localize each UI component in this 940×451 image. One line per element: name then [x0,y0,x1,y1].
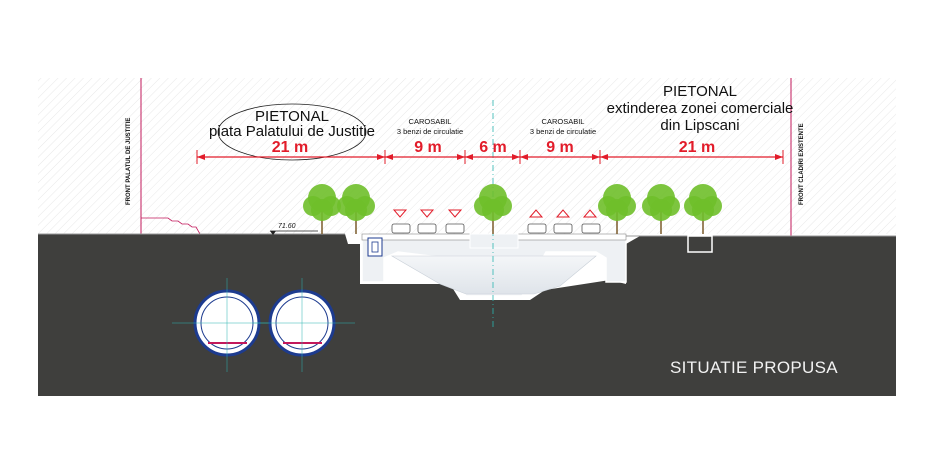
tree [684,184,722,234]
left-road-width: 9 m [414,139,442,156]
elevation-triangle [270,231,276,235]
right-pedestrian-subtitle-1: extinderea zonei comerciale [607,100,794,117]
right-road-subtitle: 3 benzi de circulatie [530,127,596,136]
highlight-oval [217,103,367,161]
left-front-label: FRONT PALATUL DE JUSTITIE [126,118,132,205]
drawing-title: SITUATIE PROPUSA [670,358,838,377]
car [553,223,573,234]
right-front-label: FRONT CLADIRI EXISTENTE [799,123,805,205]
median-recess [469,233,519,249]
car [445,223,465,234]
left-pedestrian-width: 21 m [272,139,308,156]
median-width: 6 m [479,139,507,156]
tree [598,184,636,234]
car-group [391,223,601,234]
utility-box-inner [371,241,379,253]
traffic-direction-left [392,209,463,218]
right-pedestrian-subtitle-2: din Lipscani [660,117,739,134]
sky-band [38,78,896,234]
car [417,223,437,234]
tree [474,184,512,234]
ground-surface [38,233,896,237]
ground [38,234,896,396]
tree [337,184,375,234]
metro-tunnel-right [252,278,355,372]
traffic-direction-right [528,209,598,218]
dimension-arrows [197,154,783,160]
right-pedestrian-width: 21 m [679,139,715,156]
car [581,223,601,234]
tree [642,184,680,234]
right-road-title: CAROSABIL [542,117,585,126]
left-pedestrian-title: PIETONAL [255,108,329,125]
right-pedestrian-title: PIETONAL [663,83,737,100]
left-road-title: CAROSABIL [409,117,452,126]
underpass-water [390,255,597,295]
elevation-label: 71.60 [278,223,296,230]
stairs [141,217,201,235]
car [527,223,547,234]
car [391,223,411,234]
left-pedestrian-subtitle: piata Palatului de Justitie [209,123,375,140]
left-road-subtitle: 3 benzi de circulatie [397,127,463,136]
right-road-width: 9 m [546,139,574,156]
tree [303,184,341,234]
tree-group [303,184,722,234]
planter-right [687,235,713,253]
utility-box [367,237,383,257]
